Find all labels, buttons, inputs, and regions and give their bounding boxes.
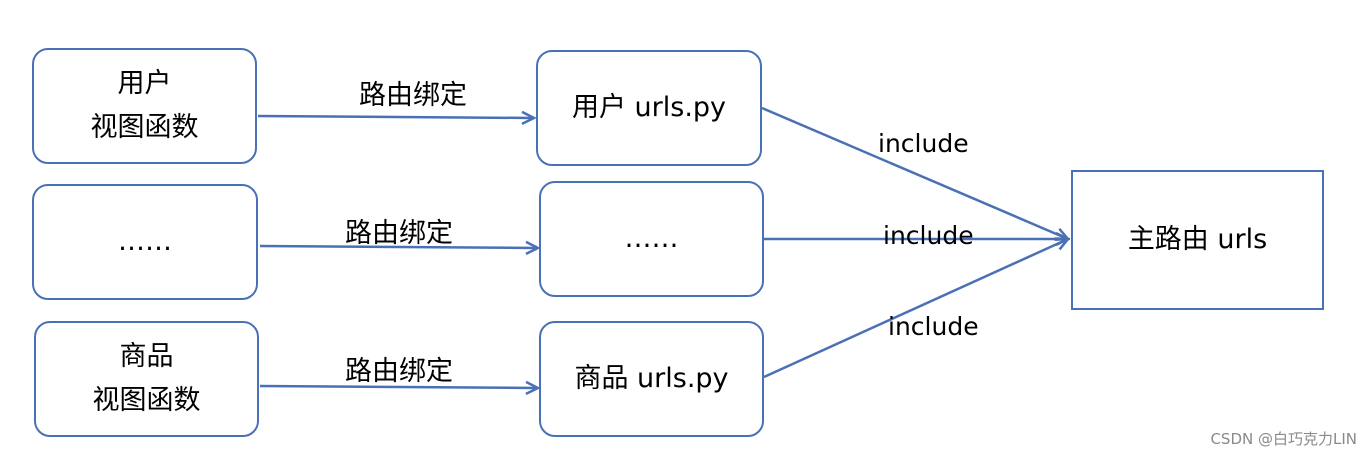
url-node-ellipsis: …… <box>539 181 764 297</box>
watermark: CSDN @白巧克力LIN <box>1210 430 1357 448</box>
bind-label-product: 路由绑定 <box>345 356 453 387</box>
bind-label-ellipsis: 路由绑定 <box>345 218 453 249</box>
view-node-user: 用户 视图函数 <box>32 48 257 164</box>
view-node-product-line-1: 商品 <box>119 341 174 372</box>
main-router-node: 主路由 urls <box>1071 170 1324 310</box>
url-node-product: 商品 urls.py <box>539 321 764 437</box>
bind-arrow-user <box>257 116 534 118</box>
include-arrow-user <box>761 106 1068 239</box>
include-arrow-product <box>763 239 1068 379</box>
url-node-user-label: 用户 urls.py <box>571 92 727 123</box>
include-label-user: include <box>878 129 969 158</box>
view-node-user-line-1: 用户 <box>117 68 172 99</box>
view-node-user-line-2: 视图函数 <box>90 112 199 143</box>
bind-arrow-product <box>259 386 538 388</box>
include-label-ellipsis: include <box>883 221 974 250</box>
url-node-product-label: 商品 urls.py <box>574 363 729 394</box>
url-node-user: 用户 urls.py <box>536 50 762 166</box>
bind-arrow-ellipsis <box>259 246 538 248</box>
include-label-product: include <box>888 312 979 341</box>
main-router-label: 主路由 urls <box>1127 224 1268 255</box>
bind-label-user: 路由绑定 <box>359 80 467 111</box>
url-node-ellipsis-label: …… <box>624 223 679 254</box>
view-node-product: 商品 视图函数 <box>34 321 259 437</box>
view-node-ellipsis: …… <box>32 184 258 300</box>
view-node-product-line-2: 视图函数 <box>92 385 201 416</box>
view-node-ellipsis-line-1: …… <box>118 226 172 257</box>
